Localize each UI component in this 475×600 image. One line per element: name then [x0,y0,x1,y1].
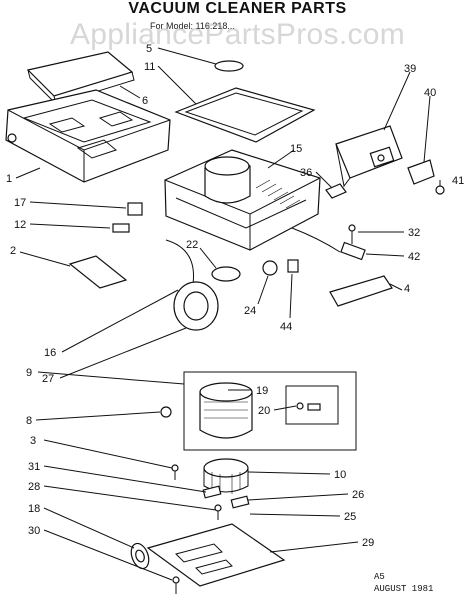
callout-41: 41 [452,175,464,187]
callout-4: 4 [404,283,410,295]
callout-22: 22 [186,239,198,251]
part-block-31 [202,485,222,499]
callout-3: 3 [30,435,36,447]
callout-2: 2 [10,245,16,257]
part-main-base [164,149,321,251]
callout-18: 18 [28,503,40,515]
part-block-12 [112,223,130,233]
callout-40: 40 [424,87,436,99]
callout-10: 10 [334,469,346,481]
part-ring-22 [211,266,241,282]
callout-12: 12 [14,219,26,231]
footer-code: A5 [374,572,385,582]
callout-5: 5 [146,43,152,55]
watermark: AppliancePartsPros.com [69,18,406,51]
callout-27: 27 [42,373,54,385]
part-housing-top [5,89,171,183]
part-fitting-24 [262,260,278,276]
part-base-plate-29 [146,523,286,587]
callout-24: 24 [244,305,256,317]
part-fan-10 [203,458,249,494]
callout-26: 26 [352,489,364,501]
callout-44: 44 [280,321,292,333]
part-disc-5 [214,60,244,72]
part-spring-8 [160,406,172,418]
callout-9: 9 [26,367,32,379]
callout-numbers: 5 11 6 39 40 15 36 41 1 17 12 32 2 22 42… [6,43,464,549]
part-fitting-44 [287,259,299,273]
part-bracket-2 [68,255,128,289]
callout-25: 25 [344,511,356,523]
part-screw-28 [214,504,222,520]
part-gasket-frame [174,87,316,143]
part-knob-41 [435,185,445,195]
callout-16: 16 [44,347,56,359]
part-handle-4 [329,275,393,307]
callout-28: 28 [28,481,40,493]
footer-date: AUGUST 1981 [374,584,434,594]
diagram-title: VACUUM CLEANER PARTS [128,0,347,17]
leader-lines [15,47,441,581]
part-filter-cartridge [335,125,403,188]
callout-6: 6 [142,95,148,107]
callout-31: 31 [28,461,40,473]
model-number: For Model: 116.218... [150,21,235,31]
callout-29: 29 [362,537,374,549]
callout-20: 20 [258,405,270,417]
part-block-26 [230,495,250,509]
callout-36: 36 [300,167,312,179]
part-wheel-18 [130,542,150,570]
callout-1: 1 [6,173,12,185]
part-motor-16 [165,239,219,331]
part-pin-32 [348,224,356,244]
callout-39: 39 [404,63,416,75]
callout-8: 8 [26,415,32,427]
part-screw-30 [172,576,180,594]
callout-19: 19 [256,385,268,397]
callout-11: 11 [144,61,155,73]
callout-32: 32 [408,227,420,239]
part-clip-40 [407,159,435,185]
part-screw-3 [171,464,179,480]
callout-17: 17 [14,197,26,209]
callout-42: 42 [408,251,420,263]
part-cord-42 [291,227,366,261]
part-motor-assembly-box [183,371,357,451]
part-block-17 [127,202,143,216]
callout-30: 30 [28,525,40,537]
callout-15: 15 [290,143,302,155]
part-switch-36 [325,183,347,199]
